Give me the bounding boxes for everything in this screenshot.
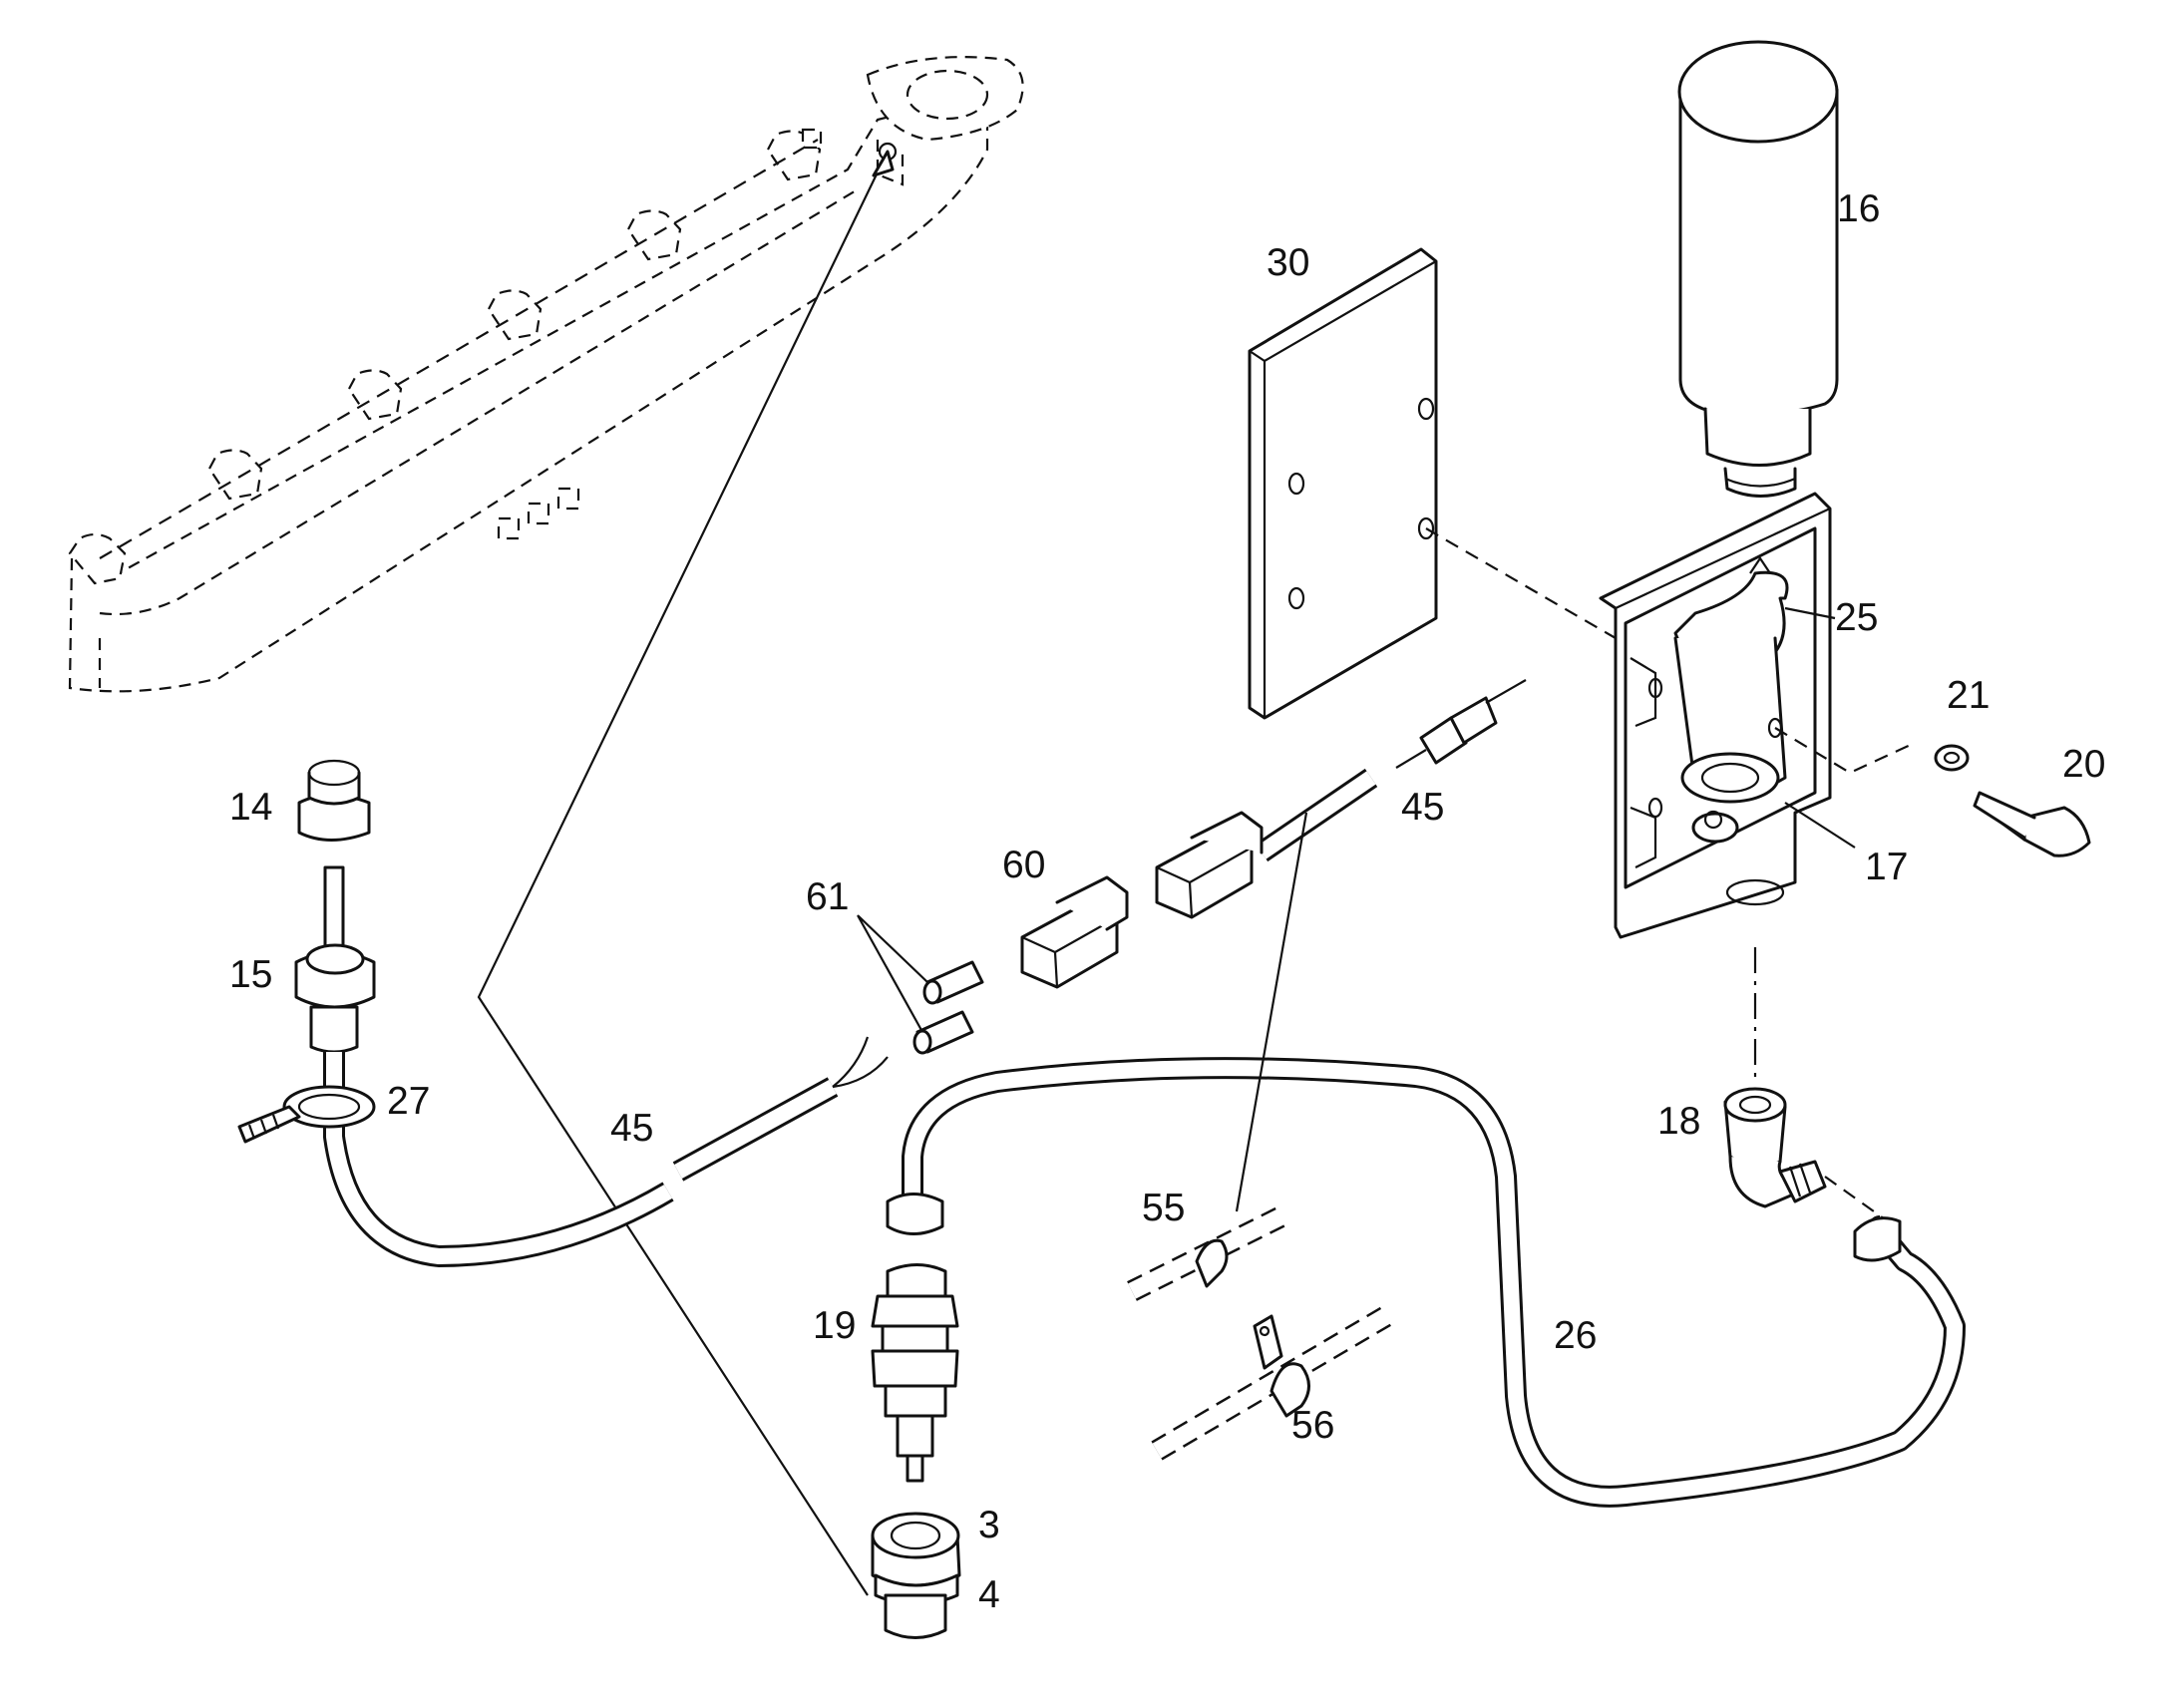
part-3-4-adapter [871, 1512, 961, 1639]
alignment-line-20 [1774, 727, 1916, 775]
exhaust-manifold [68, 56, 1024, 693]
leader-line-port [477, 151, 889, 1596]
part-56-clamp [1151, 1306, 1392, 1461]
callout-21: 21 [1947, 674, 1991, 717]
part-21-washer [1934, 744, 1970, 772]
part-14-nut [297, 759, 371, 842]
part-60-connector [1020, 875, 1129, 989]
part-16-cylinder [1677, 40, 1839, 498]
callout-17: 17 [1865, 846, 1909, 888]
part-19-fitting [871, 1263, 959, 1483]
part-55-clamp [1127, 1206, 1286, 1301]
arrowhead [872, 150, 895, 177]
callout-45-upper: 45 [1401, 786, 1445, 829]
callout-45-lower: 45 [610, 1107, 654, 1150]
part-45-cable [672, 679, 1527, 1182]
part-61-terminals [857, 914, 984, 1055]
callout-60: 60 [1002, 844, 1046, 886]
part-15-sensor [294, 865, 674, 1267]
callout-18: 18 [1657, 1100, 1701, 1143]
part-27-cable-tie [237, 1085, 376, 1144]
connector-housing [1155, 811, 1264, 919]
callout-3: 3 [978, 1504, 1000, 1546]
callout-55: 55 [1142, 1187, 1186, 1229]
callout-16: 16 [1837, 187, 1881, 230]
callout-20: 20 [2062, 743, 2106, 786]
callout-61: 61 [806, 875, 850, 918]
part-30-mounting-plate [1248, 247, 1438, 720]
part-25-bracket [1599, 492, 1832, 939]
leader-line-17 [1784, 802, 1856, 849]
callout-30: 30 [1267, 241, 1310, 284]
leader-line-25 [1784, 606, 1836, 620]
part-18-elbow-fitting [1723, 1087, 1827, 1208]
part-20-bolt [1973, 791, 2091, 857]
callout-4: 4 [978, 1573, 1000, 1616]
callout-25: 25 [1835, 596, 1879, 639]
callout-56: 56 [1291, 1404, 1335, 1447]
part-26-pipe [886, 1057, 1966, 1508]
callout-19: 19 [813, 1304, 857, 1347]
callout-14: 14 [229, 786, 273, 829]
callout-26: 26 [1554, 1314, 1598, 1357]
leader-line-55 [1235, 812, 1308, 1212]
callout-15: 15 [229, 953, 273, 996]
alignment-line-plate [1425, 527, 1617, 639]
callout-27: 27 [387, 1080, 431, 1123]
